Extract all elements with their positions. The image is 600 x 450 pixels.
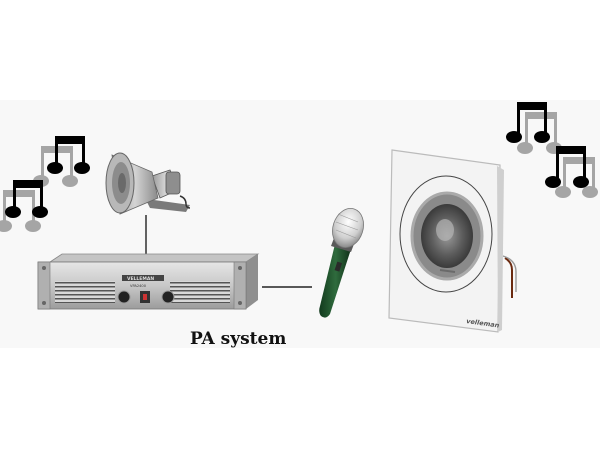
music-note-icon — [33, 136, 90, 187]
music-note-icon — [506, 102, 562, 154]
wall-speaker-icon — [388, 149, 517, 333]
amplifier-icon — [37, 253, 260, 310]
horn-speaker-icon — [105, 152, 191, 215]
music-note-icon — [545, 146, 598, 198]
amp-model-label: VPA2400 — [130, 284, 147, 288]
music-note-icon — [0, 180, 48, 232]
amp-brand-label: VELLEMAN — [127, 276, 154, 282]
diagram-caption: PA system — [190, 329, 287, 349]
microphone-icon — [319, 208, 364, 318]
